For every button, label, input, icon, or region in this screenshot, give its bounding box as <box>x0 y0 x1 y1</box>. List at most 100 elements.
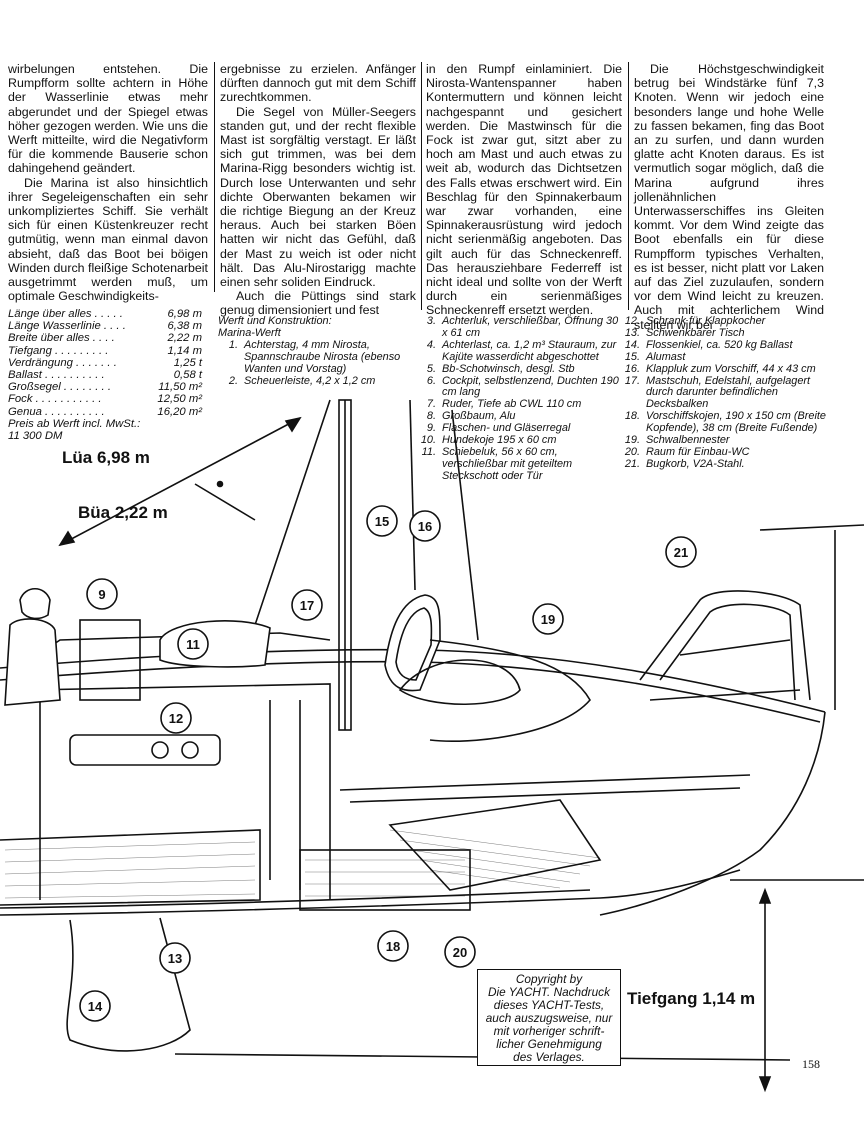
legend-text: Hundekoje 195 x 60 cm <box>442 434 557 447</box>
spec-value: 12,50 m² <box>157 393 202 406</box>
spec-label: Großsegel . . . . . . . . <box>8 381 111 394</box>
draft-label: Tiefgang 1,14 m <box>624 989 759 1009</box>
svg-text:13: 13 <box>168 951 182 966</box>
legend-item: 13.Schwenkbarer Tisch <box>616 326 830 340</box>
legend-item: 3. Achterluk, verschließbar, Öffnung 30 x… <box>412 315 624 340</box>
column-divider <box>214 62 215 292</box>
paragraph: Die Segel von Müller-Seegers standen gut… <box>220 104 416 290</box>
copyright-line: Die YACHT. Nachdruck <box>488 985 610 999</box>
legend-text: Schrank für Klappkocher <box>646 315 766 327</box>
legend-text: Cockpit, selbstlenzend, Duchten 190 cm l… <box>442 374 619 399</box>
callout-9: 9 <box>86 578 118 610</box>
spec-row: Tiefgang . . . . . . . . . 1,14 m <box>8 345 208 357</box>
spec-value: 0,58 t <box>173 369 202 382</box>
price-line: Preis ab Werft incl. MwSt.: <box>8 417 141 430</box>
spec-row: Fock . . . . . . . . . . .12,50 m² <box>8 393 208 405</box>
svg-text:15: 15 <box>375 514 389 529</box>
copyright-line: auch auszugsweise, nur <box>485 1011 613 1025</box>
callout-16: 16 <box>409 510 441 542</box>
legend-item: 21.Bugkorb, V2A-Stahl. <box>616 457 830 471</box>
paragraph: wirbelungen entstehen. Die Rumpfform sol… <box>8 62 208 176</box>
callout-15: 15 <box>366 505 398 537</box>
legend-number: 20. <box>624 445 640 458</box>
legend-heading: Werft und Konstruktion: <box>218 315 332 327</box>
legend-number: 17. <box>624 374 640 387</box>
copyright-line: licher Genehmigung <box>496 1037 602 1051</box>
legend-text: Ruder, Tiefe ab CWL 110 cm <box>442 398 582 411</box>
legend-item: 14.Flossenkiel, ca. 520 kg Ballast <box>616 339 830 352</box>
spec-label: Ballast . . . . . . . . . . <box>8 369 105 382</box>
legend-item: 16. Klappluk zum Vorschiff, 44 x 43 cm <box>616 362 830 376</box>
spec-row: Breite über alles . . . .2,22 m <box>8 332 208 344</box>
legend-number: 15. <box>624 350 640 363</box>
callout-11: 11 <box>177 628 209 660</box>
svg-text:11: 11 <box>186 637 200 652</box>
legend-number: 4. <box>426 338 436 351</box>
legend-text: Bb-Schotwinsch, desgl. Stb <box>442 362 575 375</box>
legend-number: 19. <box>624 434 640 447</box>
legend-text: Schiebeluk, 56 x 60 cm, verschließbar mi… <box>442 445 573 482</box>
spec-label: Tiefgang . . . . . . . . . <box>8 344 109 357</box>
spec-label: Länge Wasserlinie . . . . <box>8 320 126 333</box>
legend-number: 5. <box>426 362 436 375</box>
svg-text:12: 12 <box>169 711 183 726</box>
svg-text:16: 16 <box>418 519 432 534</box>
legend-col-2: 3. Achterluk, verschließbar, Öffnung 30 x… <box>412 315 624 483</box>
callout-13: 13 <box>159 942 191 974</box>
legend-number: 8. <box>426 410 436 423</box>
legend-text: Bugkorb, V2A-Stahl. <box>646 457 745 470</box>
legend-item: 9. Flaschen- und Gläserregal <box>412 422 624 435</box>
legend-number: 16. <box>624 362 640 375</box>
legend-item: 6.Cockpit, selbstlenzend, Duchten 190 cm… <box>412 374 624 400</box>
legend-number: 9. <box>426 422 436 435</box>
legend-text: Achterstag, 4 mm Nirosta, Spannschraube … <box>244 338 401 375</box>
legend-number: 7. <box>426 398 436 411</box>
spec-row: Ballast . . . . . . . . . . 0,58 t <box>8 369 208 381</box>
spec-row: Länge Wasserlinie . . . .6,38 m <box>8 320 208 332</box>
legend-number: 1. <box>228 338 238 351</box>
paragraph: Die Höchstgeschwindigkeit betrug bei Win… <box>634 62 824 332</box>
callout-21: 21 <box>665 536 697 568</box>
loa-label: Lüa 6,98 m <box>62 448 150 467</box>
callout-14: 14 <box>79 990 111 1022</box>
legend-item: 4. Achterlast, ca. 1,2 m³ Stauraum, zur K… <box>412 338 624 364</box>
text-column-2: ergebnisse zu erzielen. Anfänger dürften… <box>220 62 416 318</box>
legend-text: Raum für Einbau-WC <box>646 445 750 458</box>
legend-text: Klappluk zum Vorschiff, 44 x 43 cm <box>646 362 816 375</box>
copyright-line: Copyright by <box>515 972 583 986</box>
legend-text: Achterluk, verschließbar, Öffnung 30 x 6… <box>442 315 619 339</box>
svg-text:18: 18 <box>386 939 400 954</box>
paragraph: in den Rumpf einlaminiert. Die Nirosta-W… <box>426 62 622 318</box>
spec-row: Großsegel . . . . . . . .11,50 m² <box>8 381 208 393</box>
text-column-4: Die Höchstgeschwindigkeit betrug bei Win… <box>634 62 824 332</box>
legend-item: 10.Hundekoje 195 x 60 cm <box>412 434 624 447</box>
spec-row: Verdrängung . . . . . . . 1,25 t <box>8 357 208 369</box>
legend-number: 13. <box>624 326 640 339</box>
legend-number: 11. <box>421 445 436 458</box>
spec-value: 1,25 t <box>173 356 202 369</box>
column-divider <box>628 62 629 310</box>
text-column-3: in den Rumpf einlaminiert. Die Nirosta-W… <box>426 62 622 318</box>
spec-value: 2,22 m <box>167 332 202 345</box>
spec-row: Länge über alles . . . . .6,98 m <box>8 308 208 320</box>
legend-text: Scheuerleiste, 4,2 x 1,2 cm <box>244 374 376 387</box>
spec-value: 1,14 m <box>167 344 202 357</box>
legend-text: Achterlast, ca. 1,2 m³ Stauraum, zur Kaj… <box>442 338 617 363</box>
legend-number: 3. <box>426 315 436 327</box>
spec-value: 16,20 m² <box>157 405 202 418</box>
copyright-line: mit vorheriger schrift- <box>493 1024 605 1038</box>
spec-row: Genua . . . . . . . . . .16,20 m² <box>8 406 208 418</box>
legend-text: Flaschen- und Gläserregal <box>442 422 571 435</box>
paragraph: Die Marina ist also hinsichtlich ihrer S… <box>8 175 208 304</box>
legend-text: Mastschuh, Edelstahl, aufgelagert durch … <box>646 374 811 411</box>
page-number: 158 <box>802 1057 820 1071</box>
legend-number: 12. <box>624 315 640 327</box>
svg-text:19: 19 <box>541 612 555 627</box>
callout-17: 17 <box>291 589 323 621</box>
spec-label: Verdrängung . . . . . . . <box>8 356 117 369</box>
paragraph: ergebnisse zu erzielen. Anfänger dürften… <box>220 62 416 105</box>
